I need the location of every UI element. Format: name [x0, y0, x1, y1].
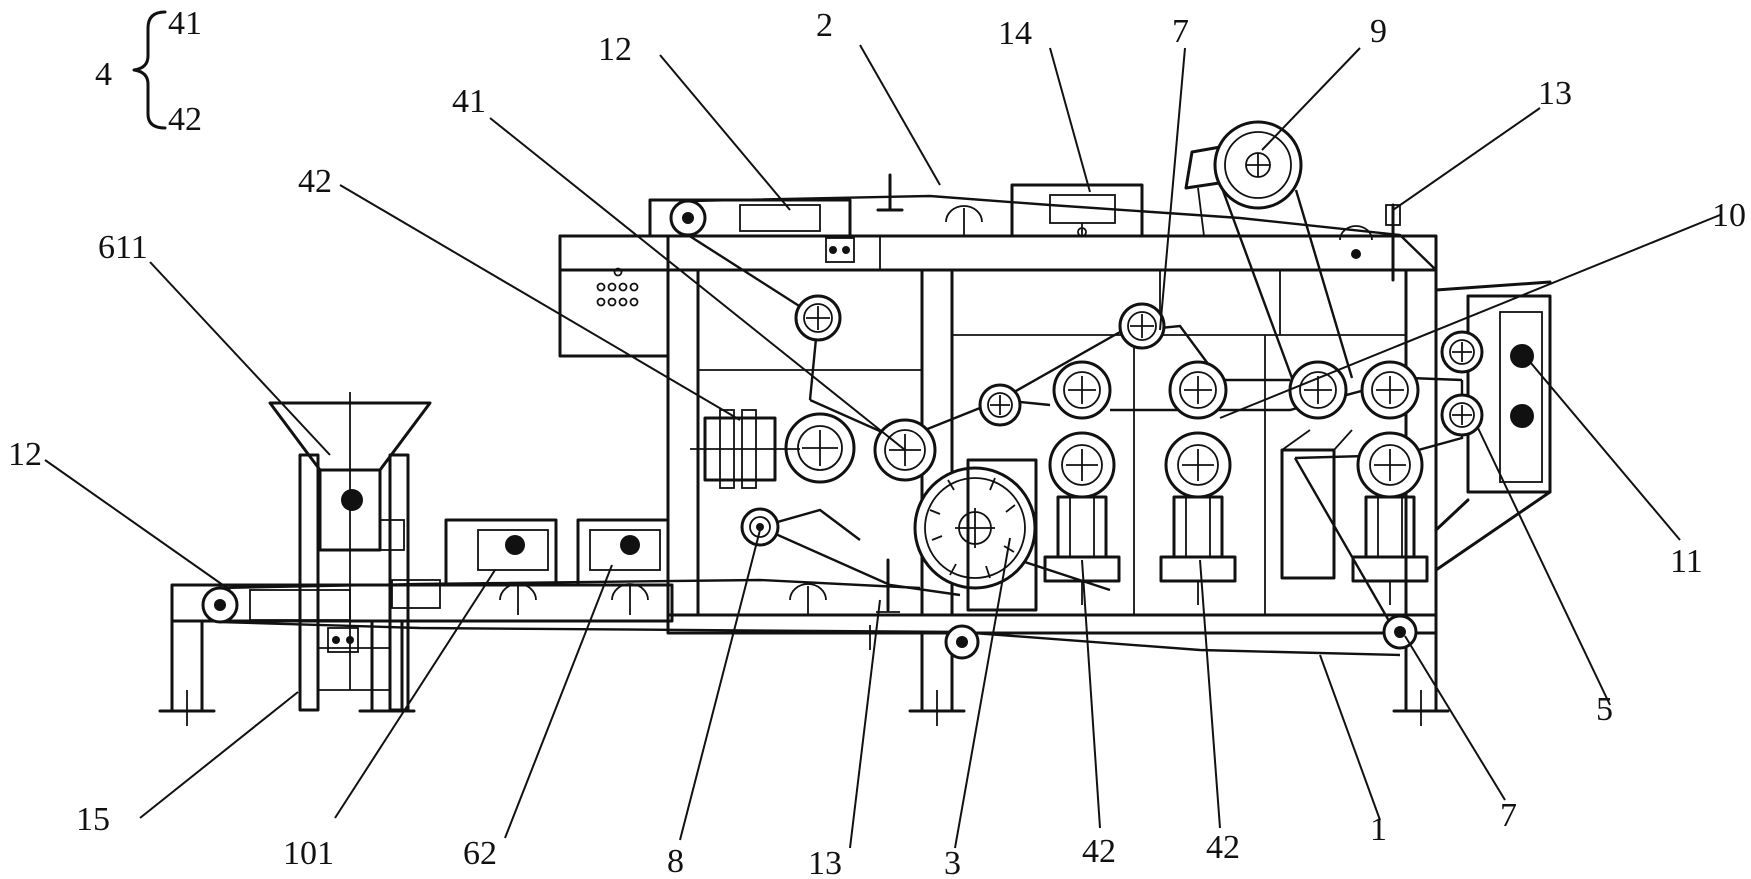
- label-14: 14: [998, 15, 1032, 52]
- legend-brace: [132, 10, 167, 130]
- reference-labels: 2 14 7 9 13 12 41 42 611 10 12 11 5 15 1…: [8, 7, 1746, 879]
- legend-item-41: 41: [168, 5, 202, 42]
- support-arcs: [499, 205, 983, 615]
- press-unit-2: [1159, 431, 1237, 605]
- main-frame: [158, 234, 1450, 726]
- press-unit-1: [1043, 431, 1121, 605]
- lower-beam: [666, 613, 1438, 635]
- label-5: 5: [1596, 691, 1613, 728]
- leg-feed-mid: [370, 619, 404, 713]
- rollers: [740, 294, 1484, 660]
- label-7-bottom: 7: [1500, 797, 1517, 834]
- leader-lines: [44, 44, 1721, 849]
- top-beam: [558, 234, 1438, 272]
- lower-tensioner: [201, 558, 900, 653]
- label-10: 10: [1712, 197, 1746, 234]
- label-101: 101: [283, 835, 334, 872]
- legend-item-42: 42: [168, 101, 202, 138]
- label-611: 611: [98, 229, 148, 266]
- roller-10-b: [1440, 393, 1484, 437]
- press-unit-3: [1351, 431, 1429, 605]
- drum-3: [913, 458, 1038, 612]
- label-3: 3: [944, 845, 961, 879]
- label-42-a: 42: [1082, 833, 1116, 870]
- label-12-top: 12: [598, 31, 632, 68]
- label-2: 2: [816, 7, 833, 44]
- roller-7-top: [1118, 302, 1166, 350]
- legend-group-label: 4: [95, 56, 112, 93]
- roller-upper-row-1: [1052, 360, 1112, 420]
- label-11: 11: [1670, 543, 1703, 580]
- label-13-top: 13: [1538, 75, 1572, 112]
- label-41: 41: [452, 83, 486, 120]
- label-13-bottom: 13: [808, 845, 842, 879]
- roller-10-a: [1440, 330, 1484, 374]
- label-1: 1: [1370, 811, 1387, 848]
- label-8: 8: [667, 843, 684, 879]
- legend: 4 41 42: [95, 5, 202, 138]
- label-62: 62: [463, 835, 497, 872]
- gearbox-left: [690, 409, 800, 489]
- roller-upper-row-4: [1360, 360, 1420, 420]
- roller-small-mid: [978, 383, 1022, 427]
- motor-9: [1184, 120, 1354, 379]
- upper-tensioner: [648, 173, 904, 270]
- press-units: [1043, 429, 1429, 605]
- label-15: 15: [76, 801, 110, 838]
- roller-upper-row-2: [1168, 360, 1228, 420]
- roller-bottom-mid: [944, 624, 980, 660]
- lower-roller-boxes: [391, 518, 670, 609]
- roller-upper-row-3: [1288, 360, 1348, 420]
- roller-7-bottom: [1382, 614, 1418, 650]
- control-box: [558, 234, 670, 358]
- roller-42-left: [784, 412, 856, 484]
- feed-hopper: [268, 392, 432, 712]
- guide-13-top: [1339, 203, 1401, 282]
- label-42-b: 42: [1206, 829, 1240, 866]
- label-9: 9: [1370, 13, 1387, 50]
- roller-8: [740, 507, 780, 547]
- roller-upper-left: [794, 294, 842, 342]
- label-12-left: 12: [8, 436, 42, 473]
- column-left: [666, 268, 700, 617]
- label-7-top: 7: [1172, 13, 1189, 50]
- label-42-left: 42: [298, 163, 332, 200]
